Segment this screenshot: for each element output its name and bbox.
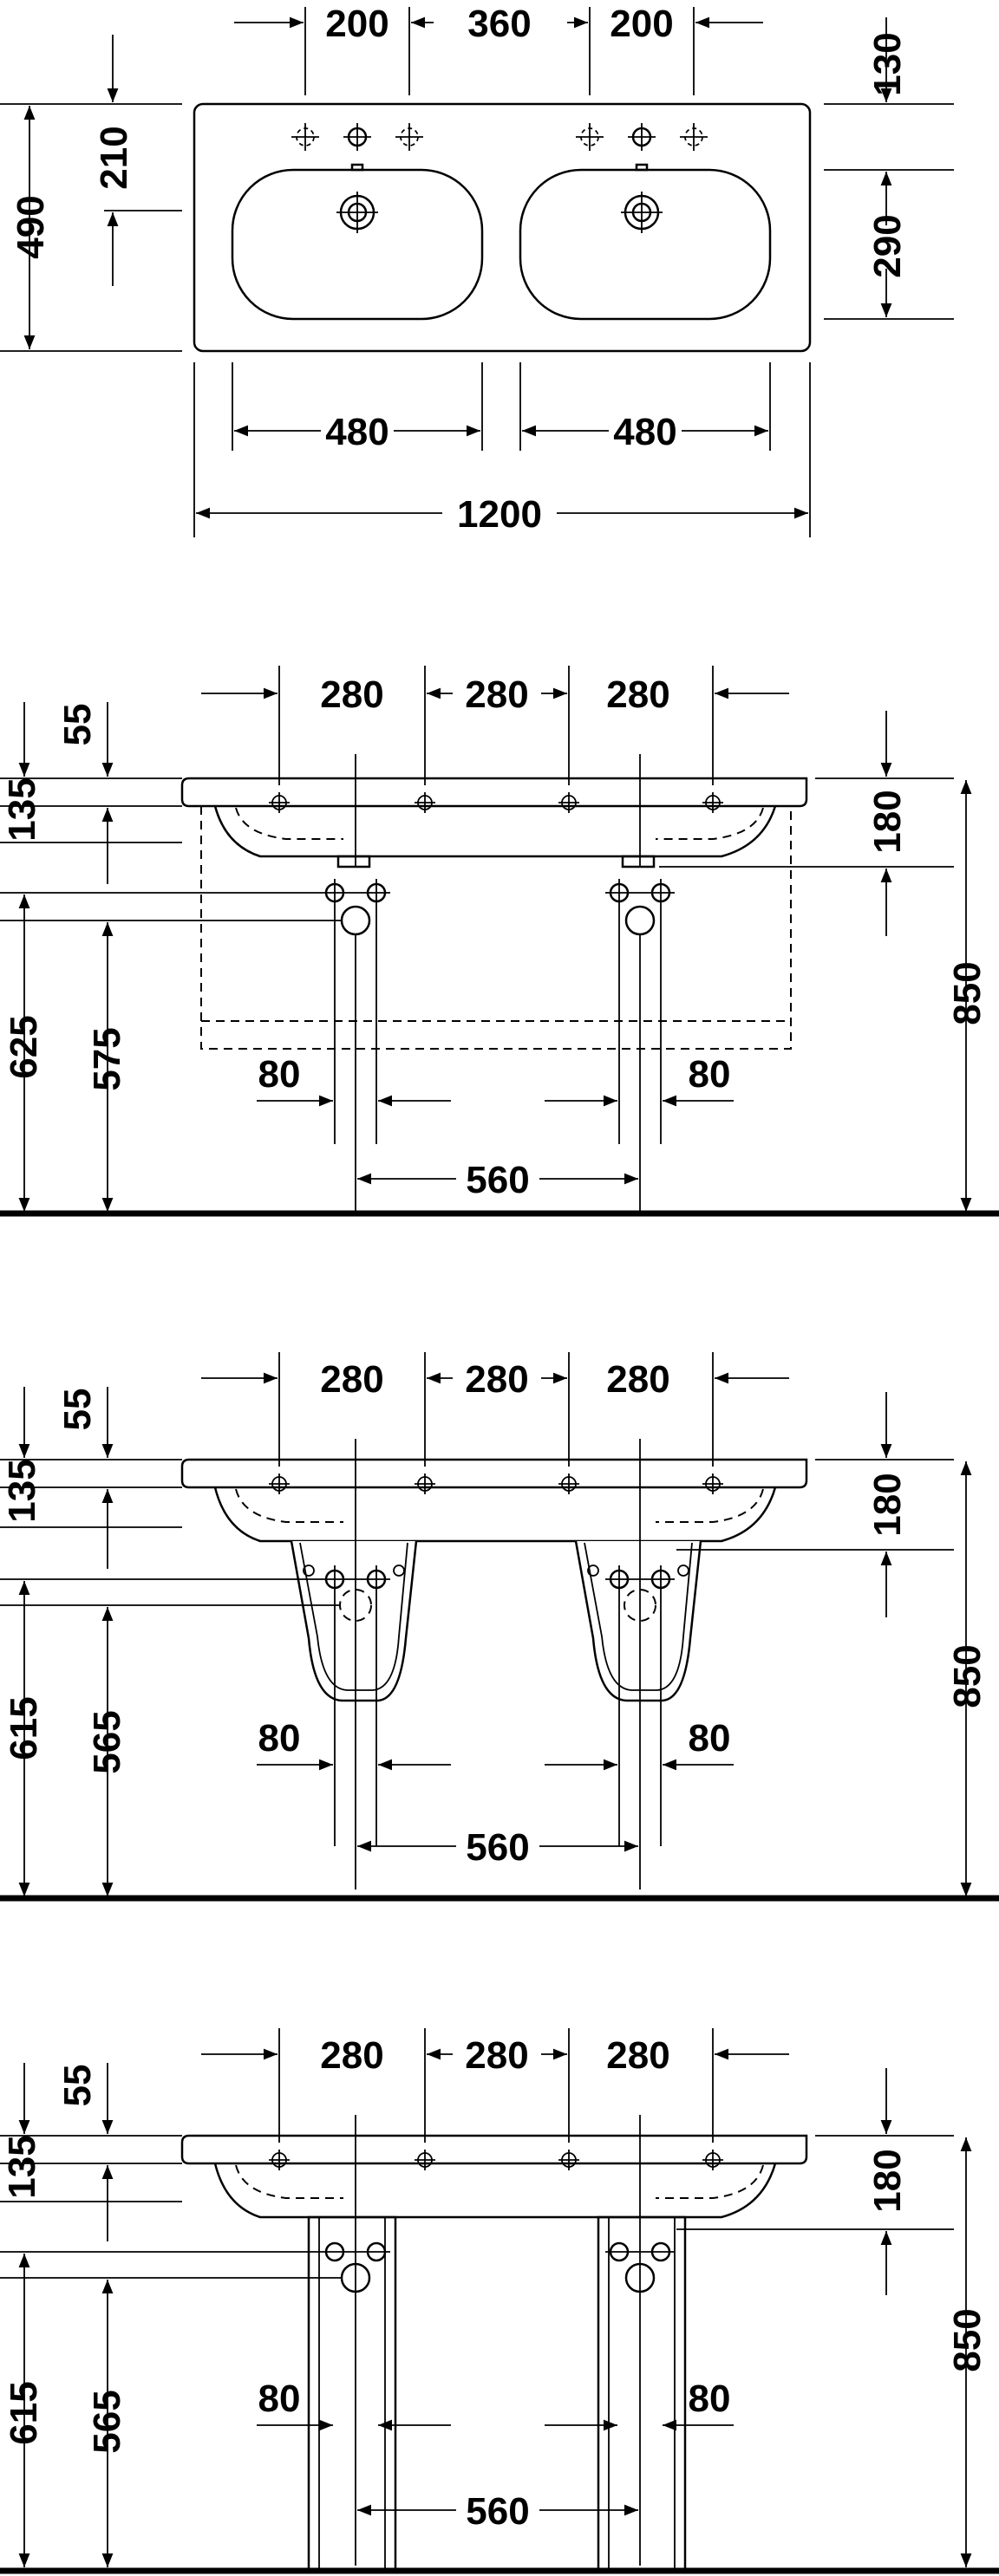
elev-b-drain-spacing-label: 560: [466, 1826, 529, 1869]
elevation-wall-hung: 280 280 280 55 135 625 575 180 850 80 80: [0, 666, 999, 1217]
elev-c-right-total-label: 850: [946, 2308, 989, 2371]
elev-b-offset-right-label: 80: [689, 1717, 731, 1760]
right-trap-c: [605, 2115, 675, 2566]
elev-b-left-inner-label: 565: [86, 1710, 128, 1773]
vanity-outline-a: [200, 806, 792, 1050]
left-leg-frame: [307, 2215, 397, 2571]
elev-c-rim-height-label: 135: [1, 2135, 43, 2198]
elev-c-offset-right-label: 80: [689, 2378, 731, 2420]
top-width-label-center: 360: [467, 3, 531, 45]
bowl-width-left-label: 480: [325, 411, 388, 453]
left-trap-a: [321, 879, 390, 1213]
elev-a-offset-left-label: 80: [258, 1053, 301, 1096]
elev-c-spacing-label-center: 280: [465, 2034, 528, 2077]
elev-b-right-total-label: 850: [946, 1644, 989, 1708]
elev-c-drain-spacing-label: 560: [466, 2490, 529, 2533]
elev-b-spacing-label-left: 280: [320, 1358, 383, 1401]
top-depth-total-label: 490: [10, 195, 52, 258]
elev-c-left-outer-label: 615: [3, 2381, 45, 2444]
elev-a-spacing-label-right: 280: [606, 673, 669, 716]
top-depth-front-label: 210: [93, 126, 135, 189]
elev-b-spacing-label-center: 280: [465, 1358, 528, 1401]
right-leg-frame: [597, 2215, 687, 2571]
elev-a-spacing-label-center: 280: [465, 673, 528, 716]
top-width-label-left: 200: [325, 3, 388, 45]
elev-c-spacing-label-right: 280: [606, 2034, 669, 2077]
elev-b-offset-left-label: 80: [258, 1717, 301, 1760]
right-tap-holes: [576, 123, 708, 172]
elevation-semi-pedestal: 280 280 280 55 135 615 565 180 850 80 80…: [0, 1352, 999, 1902]
elev-a-spacing-label-left: 280: [320, 673, 383, 716]
left-trap-c: [321, 2115, 390, 2566]
left-drain: [336, 192, 378, 233]
bowl-width-right-label: 480: [613, 411, 676, 453]
right-trap-a: [605, 879, 675, 1213]
right-semi-pedestal: [574, 1540, 702, 1702]
elev-c-left-inner-label: 565: [86, 2390, 128, 2453]
elev-b-left-outer-label: 615: [3, 1696, 45, 1760]
elev-b-right-depth-label: 180: [866, 1473, 909, 1536]
elev-a-top-gap-label: 55: [56, 704, 99, 746]
elev-a-left-inner-label: 575: [86, 1027, 128, 1090]
top-view: 200 360 200 490 210 130 290 480 480: [0, 3, 954, 537]
elev-a-rim-height-label: 135: [1, 777, 43, 841]
elev-a-drain-spacing-label: 560: [466, 1159, 529, 1201]
elev-b-rim-height-label: 135: [1, 1459, 43, 1522]
right-bowl-outline: [519, 168, 772, 321]
left-tap-holes: [291, 123, 423, 172]
elev-c-right-depth-label: 180: [866, 2149, 909, 2212]
basin-rim-c: [180, 2134, 808, 2165]
elev-c-spacing-label-left: 280: [320, 2034, 383, 2077]
top-right-upper-label: 130: [866, 32, 909, 95]
elev-a-offset-right-label: 80: [689, 1053, 731, 1096]
elev-c-offset-left-label: 80: [258, 2378, 301, 2420]
elev-b-spacing-label-right: 280: [606, 1358, 669, 1401]
elev-a-left-outer-label: 625: [3, 1015, 45, 1078]
elevation-with-legs: 280 280 280 55 135 615 565 180 850 80 80…: [0, 2028, 999, 2574]
right-drain: [621, 192, 663, 233]
elev-a-right-total-label: 850: [946, 961, 989, 1025]
overall-width-label: 1200: [457, 493, 542, 536]
basin-rim-b: [180, 1458, 808, 1489]
basin-top-outline: [193, 102, 812, 353]
elev-a-right-depth-label: 180: [866, 790, 909, 853]
basin-rim-a: [180, 777, 808, 808]
elev-c-top-gap-label: 55: [56, 2065, 99, 2107]
left-semi-pedestal: [290, 1540, 418, 1702]
elev-b-top-gap-label: 55: [56, 1389, 99, 1431]
right-trap-b: [605, 1439, 675, 1890]
top-right-bowl-label: 290: [866, 214, 909, 277]
top-width-label-right: 200: [610, 3, 673, 45]
